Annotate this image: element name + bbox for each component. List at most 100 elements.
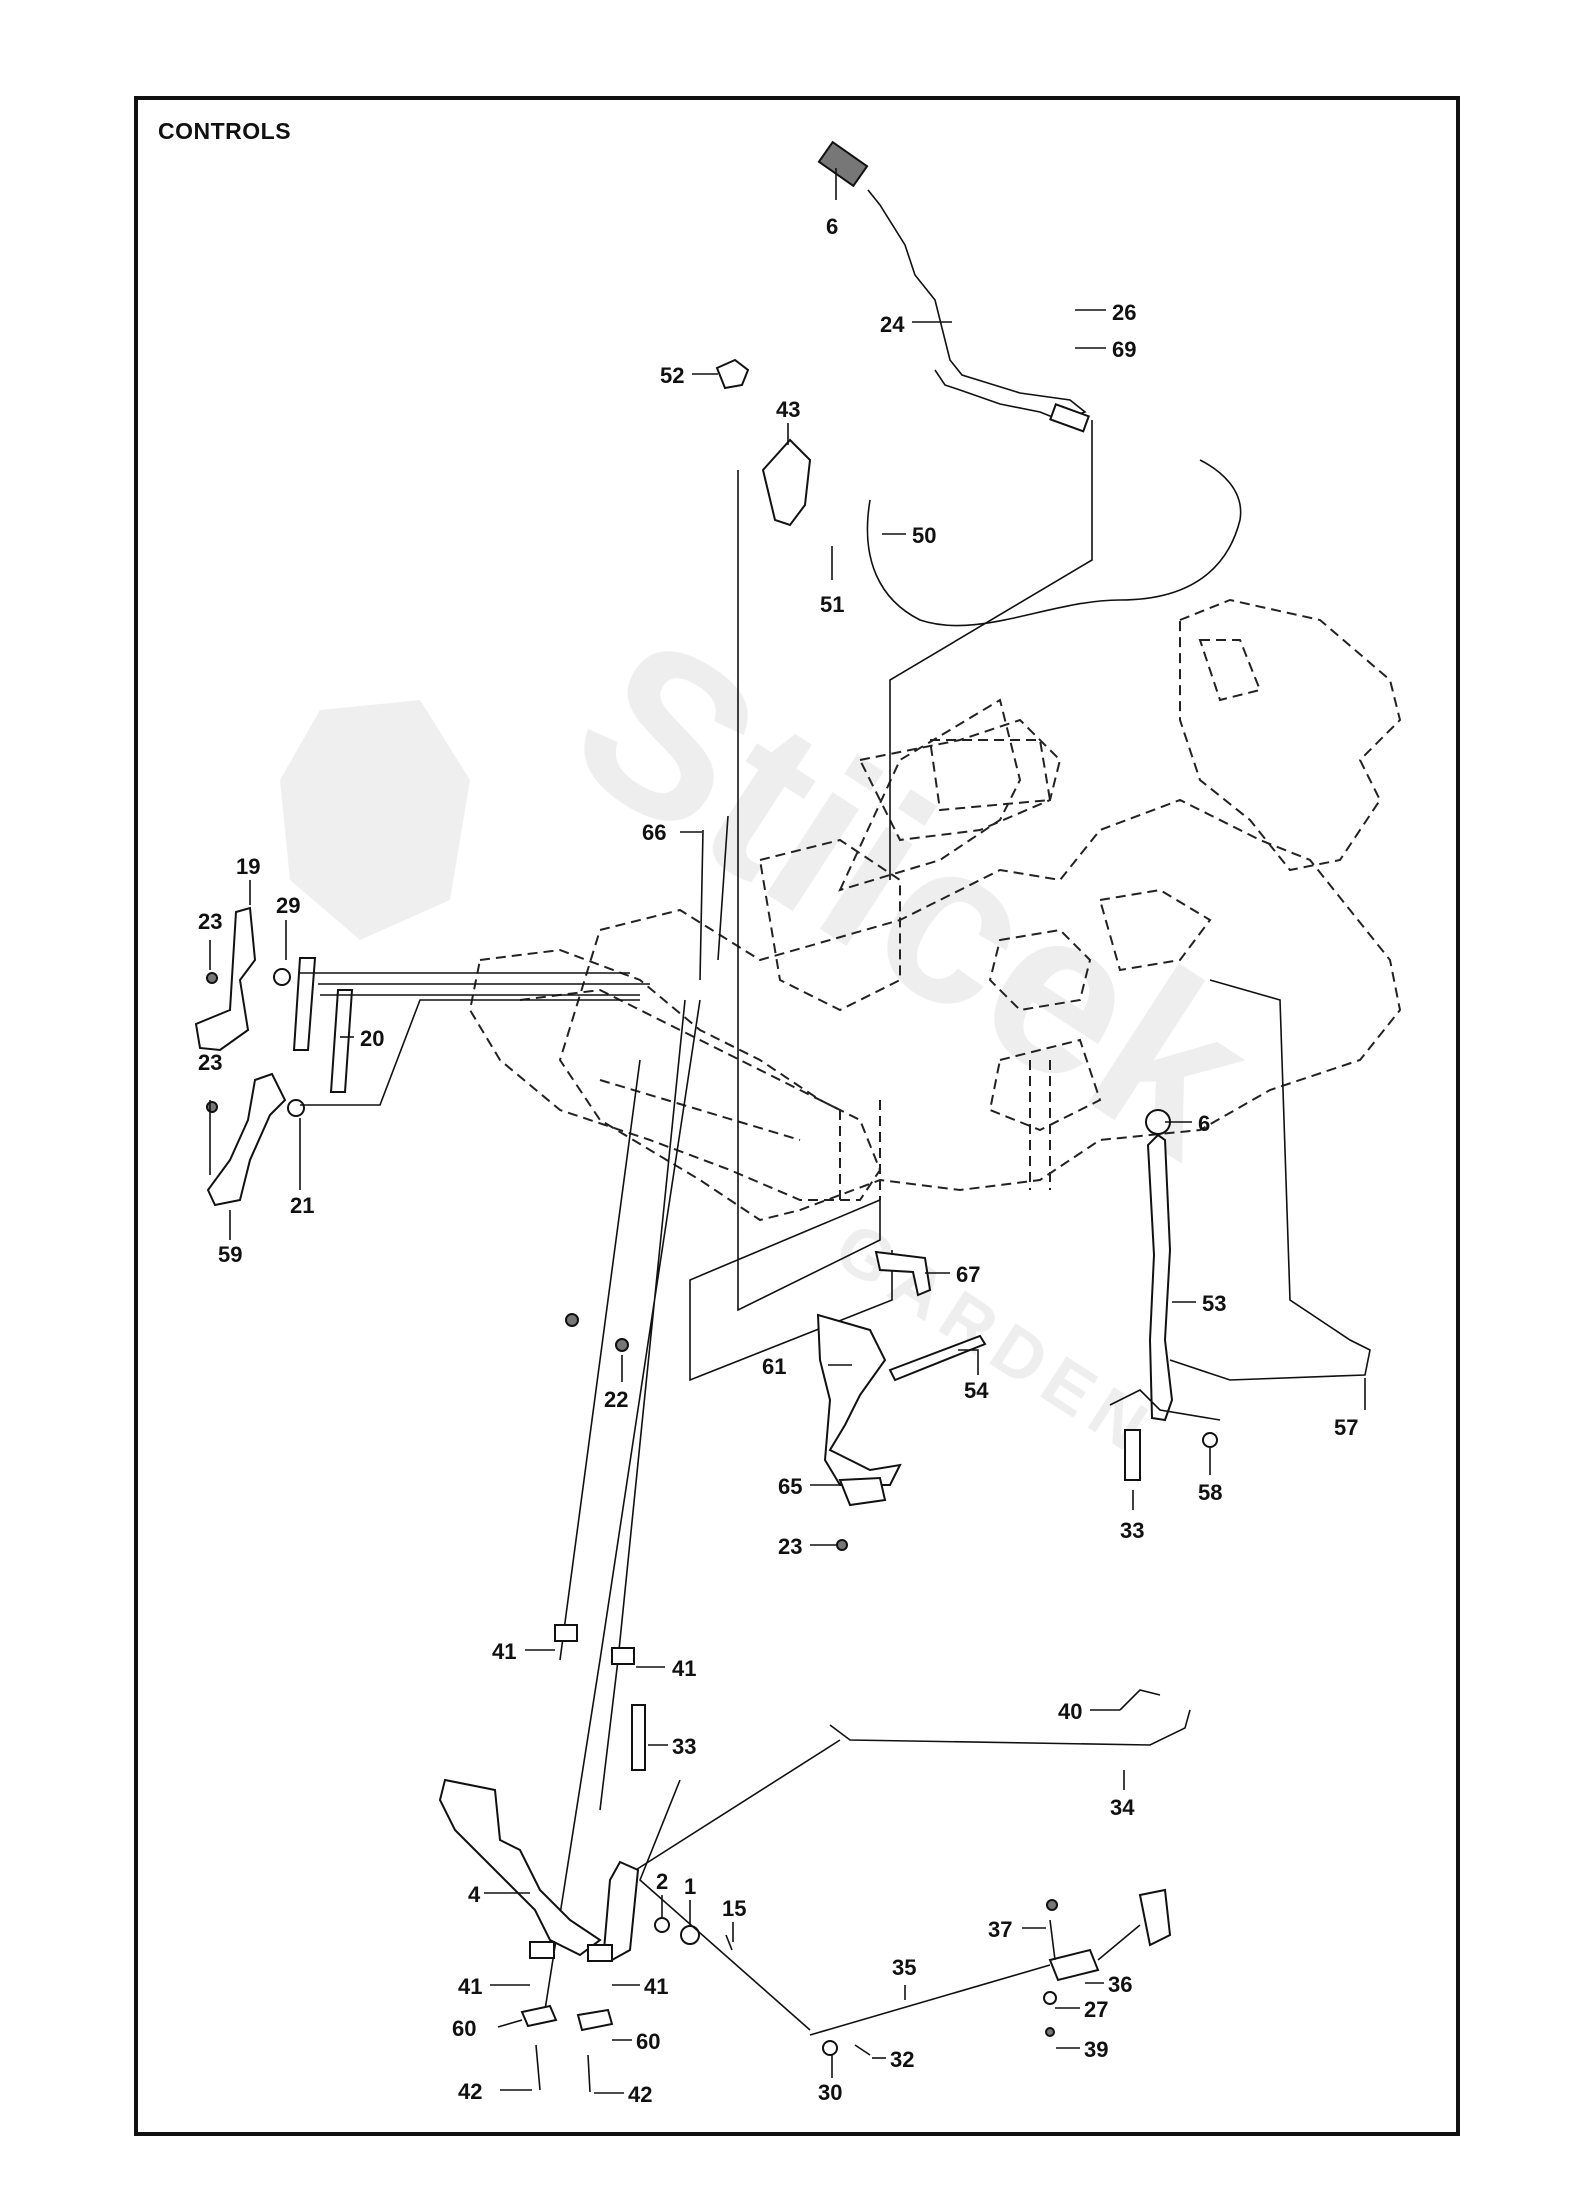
- linkage-line: [639, 1779, 811, 2031]
- callout-23-b: 23: [198, 1050, 222, 1075]
- lower-linkage: [520, 1624, 1191, 2093]
- callout-4: 4: [468, 1882, 481, 1907]
- callout-21: 21: [290, 1193, 314, 1218]
- lever-knob-6: [817, 140, 869, 188]
- callout-54: 54: [964, 1378, 989, 1403]
- callout-65: 65: [778, 1474, 802, 1499]
- callout-34: 34: [1110, 1795, 1135, 1820]
- spring-33b: [631, 1704, 646, 1771]
- spring-20b: [329, 989, 354, 1093]
- rod-34: [829, 1709, 1191, 1746]
- nut-23a: [206, 972, 218, 984]
- callout-23: 23: [198, 909, 222, 934]
- callout-37: 37: [988, 1917, 1012, 1942]
- bolt-42b: [587, 2054, 591, 2093]
- washer-2: [654, 1917, 670, 1933]
- lever-19: [194, 906, 257, 1052]
- callout-52: 52: [660, 363, 684, 388]
- bracket-43: [761, 438, 812, 527]
- callout-20: 20: [360, 1026, 384, 1051]
- link-34-line: [619, 1739, 841, 1881]
- link-bracket: [689, 470, 893, 1382]
- callout-labels: 6 24 26 69 52 43 50 51 66 19 29 23 20 23…: [198, 214, 1358, 2107]
- spring-33a: [1124, 1429, 1141, 1481]
- clip-41c: [529, 1941, 555, 1959]
- callout-19: 19: [236, 854, 260, 879]
- callout-32: 32: [890, 2047, 914, 2072]
- bracket-67: [874, 1250, 932, 1297]
- pedal-assembly-left: [194, 815, 987, 2011]
- spring-20a: [292, 957, 317, 1051]
- chassis-frame: [468, 598, 1402, 1222]
- spring-54: [888, 1334, 987, 1382]
- callout-58: 58: [1198, 1480, 1222, 1505]
- lever-53: [1146, 1133, 1174, 1422]
- callout-29: 29: [276, 893, 300, 918]
- lever-59: [206, 1072, 287, 1207]
- rod-35: [809, 1964, 1051, 2036]
- callout-50: 50: [912, 523, 936, 548]
- nut-23b: [206, 1101, 218, 1113]
- bolt-42a: [535, 2044, 541, 2091]
- lever-plate: [1049, 403, 1090, 433]
- callout-35: 35: [892, 1955, 916, 1980]
- washer-27: [1043, 1991, 1057, 2005]
- callout-22: 22: [604, 1387, 628, 1412]
- cable-50: [866, 459, 1242, 627]
- callout-41-c: 41: [458, 1974, 482, 1999]
- callout-33-b: 33: [672, 1734, 696, 1759]
- pin-15: [725, 1934, 733, 1951]
- callout-61: 61: [762, 1354, 786, 1379]
- callout-30: 30: [818, 2080, 842, 2105]
- callout-33: 33: [1120, 1518, 1144, 1543]
- link-to-spring: [1049, 1919, 1056, 1961]
- diagram-title: CONTROLS: [158, 118, 292, 144]
- nut-23c: [836, 1539, 848, 1551]
- pedal-4: [438, 1778, 602, 1957]
- callout-41-d: 41: [644, 1974, 668, 1999]
- watermark-brand: Stiicek: [533, 586, 1296, 1206]
- lines-right: [1109, 1389, 1221, 1421]
- nut-39: [1045, 2027, 1055, 2037]
- bracket-right-small: [1138, 1888, 1172, 1947]
- bracket-60a: [520, 2004, 558, 2028]
- bolt-37: [1046, 1899, 1058, 1911]
- bolt-22: [615, 1338, 629, 1352]
- callout-15: 15: [722, 1896, 746, 1921]
- bracket-65: [838, 1476, 887, 1507]
- watermark: Stiicek GARDEN: [280, 586, 1296, 1470]
- bracket-60b: [576, 2008, 614, 2032]
- connector-rod: [889, 420, 1093, 880]
- callout-51: 51: [820, 592, 844, 617]
- callout-27: 27: [1084, 1997, 1108, 2022]
- callout-2: 2: [656, 1869, 668, 1894]
- link-bracket-spring: [1097, 1924, 1141, 1961]
- callout-23-c: 23: [778, 1534, 802, 1559]
- callout-36: 36: [1108, 1972, 1132, 1997]
- clip-40: [1119, 1689, 1161, 1711]
- callout-41-b: 41: [672, 1656, 696, 1681]
- callout-59: 59: [218, 1242, 242, 1267]
- clip-58: [1202, 1432, 1218, 1448]
- callout-41: 41: [492, 1639, 516, 1664]
- callout-6-b: 6: [1198, 1111, 1210, 1136]
- callout-53: 53: [1202, 1291, 1226, 1316]
- washer-30: [822, 2040, 838, 2056]
- callout-42-b: 42: [628, 2082, 652, 2107]
- clip-41b: [611, 1647, 635, 1665]
- pins-66: [699, 815, 729, 981]
- rod-57: [1169, 979, 1371, 1381]
- clip-41d: [587, 1944, 613, 1962]
- rods-left: [300, 972, 650, 1106]
- knob-52: [715, 358, 750, 390]
- callout-26: 26: [1112, 300, 1136, 325]
- callout-67: 67: [956, 1262, 980, 1287]
- callout-42: 42: [458, 2079, 482, 2104]
- clip-41a: [554, 1624, 578, 1642]
- lever-assembly-right: [1109, 979, 1371, 1481]
- pedal-61: [816, 1313, 902, 1486]
- diagram-frame: [134, 96, 1460, 2136]
- callout-43: 43: [776, 397, 800, 422]
- callout-6: 6: [826, 214, 838, 239]
- callout-60: 60: [452, 2016, 476, 2041]
